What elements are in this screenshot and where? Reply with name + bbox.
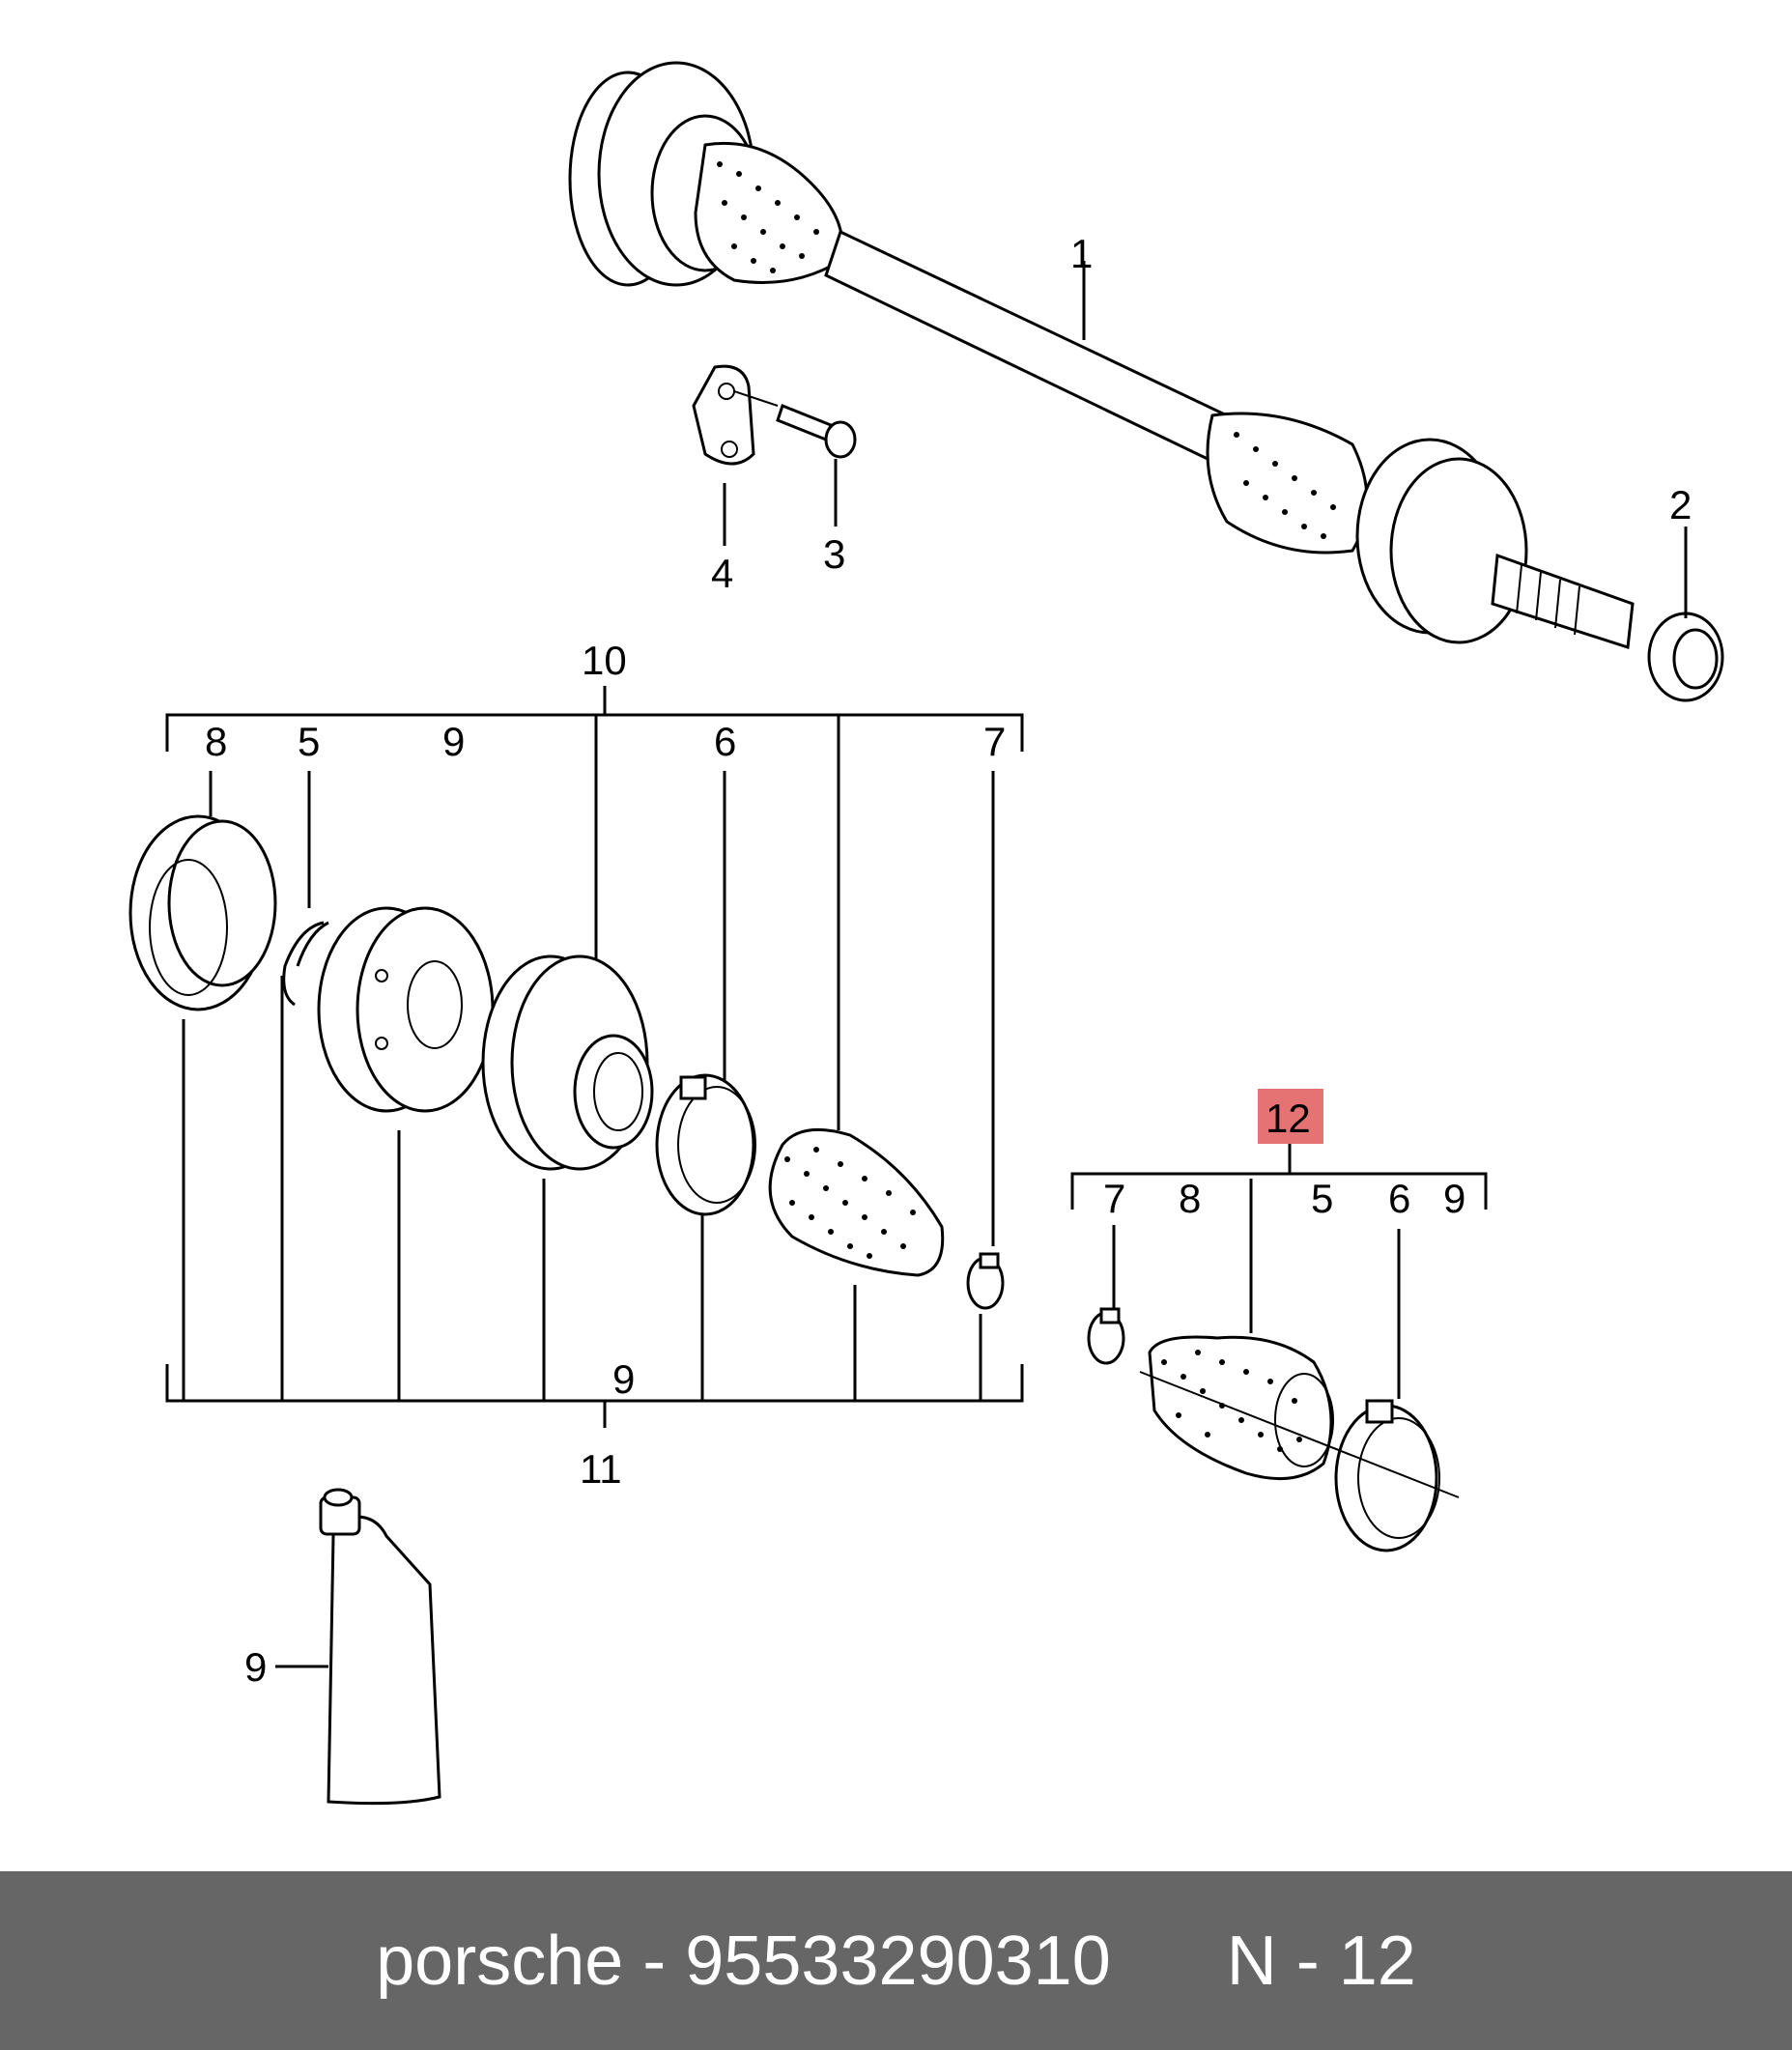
grease-tube: [275, 1488, 441, 1806]
callout-12-highlight: [1258, 1089, 1323, 1144]
callout-group12-7: 7: [1103, 1176, 1125, 1221]
callout-labels: 1 2 3 4 10 8 5 9 6 7 9 11 12 7 8 5 6 9 9: [205, 231, 1692, 1690]
callout-9-grease-tube: 9: [244, 1644, 267, 1690]
callout-4: 4: [711, 551, 733, 596]
page-reference: N - 12: [1226, 1922, 1416, 2000]
callout-3: 3: [823, 531, 845, 577]
callout-group10-9: 9: [442, 719, 465, 764]
exploded-parts-diagram: 1 2 3 4 10 8 5 9 6 7 9 11 12 7 8 5 6 9 9: [128, 61, 1724, 1806]
boot-kit-components: [1087, 1307, 1460, 1552]
kit-bracket-10-11: [165, 686, 1024, 1428]
callout-group12-6: 6: [1388, 1176, 1410, 1221]
callout-group11-9: 9: [612, 1356, 635, 1402]
part-number: 95533290310: [685, 1922, 1111, 2000]
callout-group12-9: 9: [1443, 1176, 1465, 1221]
part-number-footer: porsche - 95533290310 N - 12: [0, 1871, 1792, 2050]
callout-11: 11: [580, 1446, 622, 1492]
callout-1: 1: [1070, 231, 1093, 276]
callout-group10-7: 7: [983, 719, 1006, 764]
callout-group10-8: 8: [205, 719, 227, 764]
footer-separator: -: [623, 1922, 686, 2000]
callout-group10-5: 5: [298, 719, 320, 764]
callout-10: 10: [582, 638, 627, 683]
brand-name: porsche: [376, 1922, 624, 2000]
bolt-and-lock-plate: [692, 364, 857, 546]
callout-group10-6: 6: [714, 719, 736, 764]
drive-shaft: [568, 61, 1635, 649]
axle-nut: [1647, 527, 1724, 702]
callout-group12-5: 5: [1311, 1176, 1333, 1221]
footer-gap: [1111, 1922, 1227, 2001]
callout-12: 12: [1266, 1096, 1311, 1141]
callout-2: 2: [1669, 482, 1692, 527]
cv-joint-components: [128, 814, 1005, 1310]
kit-bracket-12: [1070, 1089, 1488, 1399]
callout-group12-8: 8: [1179, 1176, 1201, 1221]
